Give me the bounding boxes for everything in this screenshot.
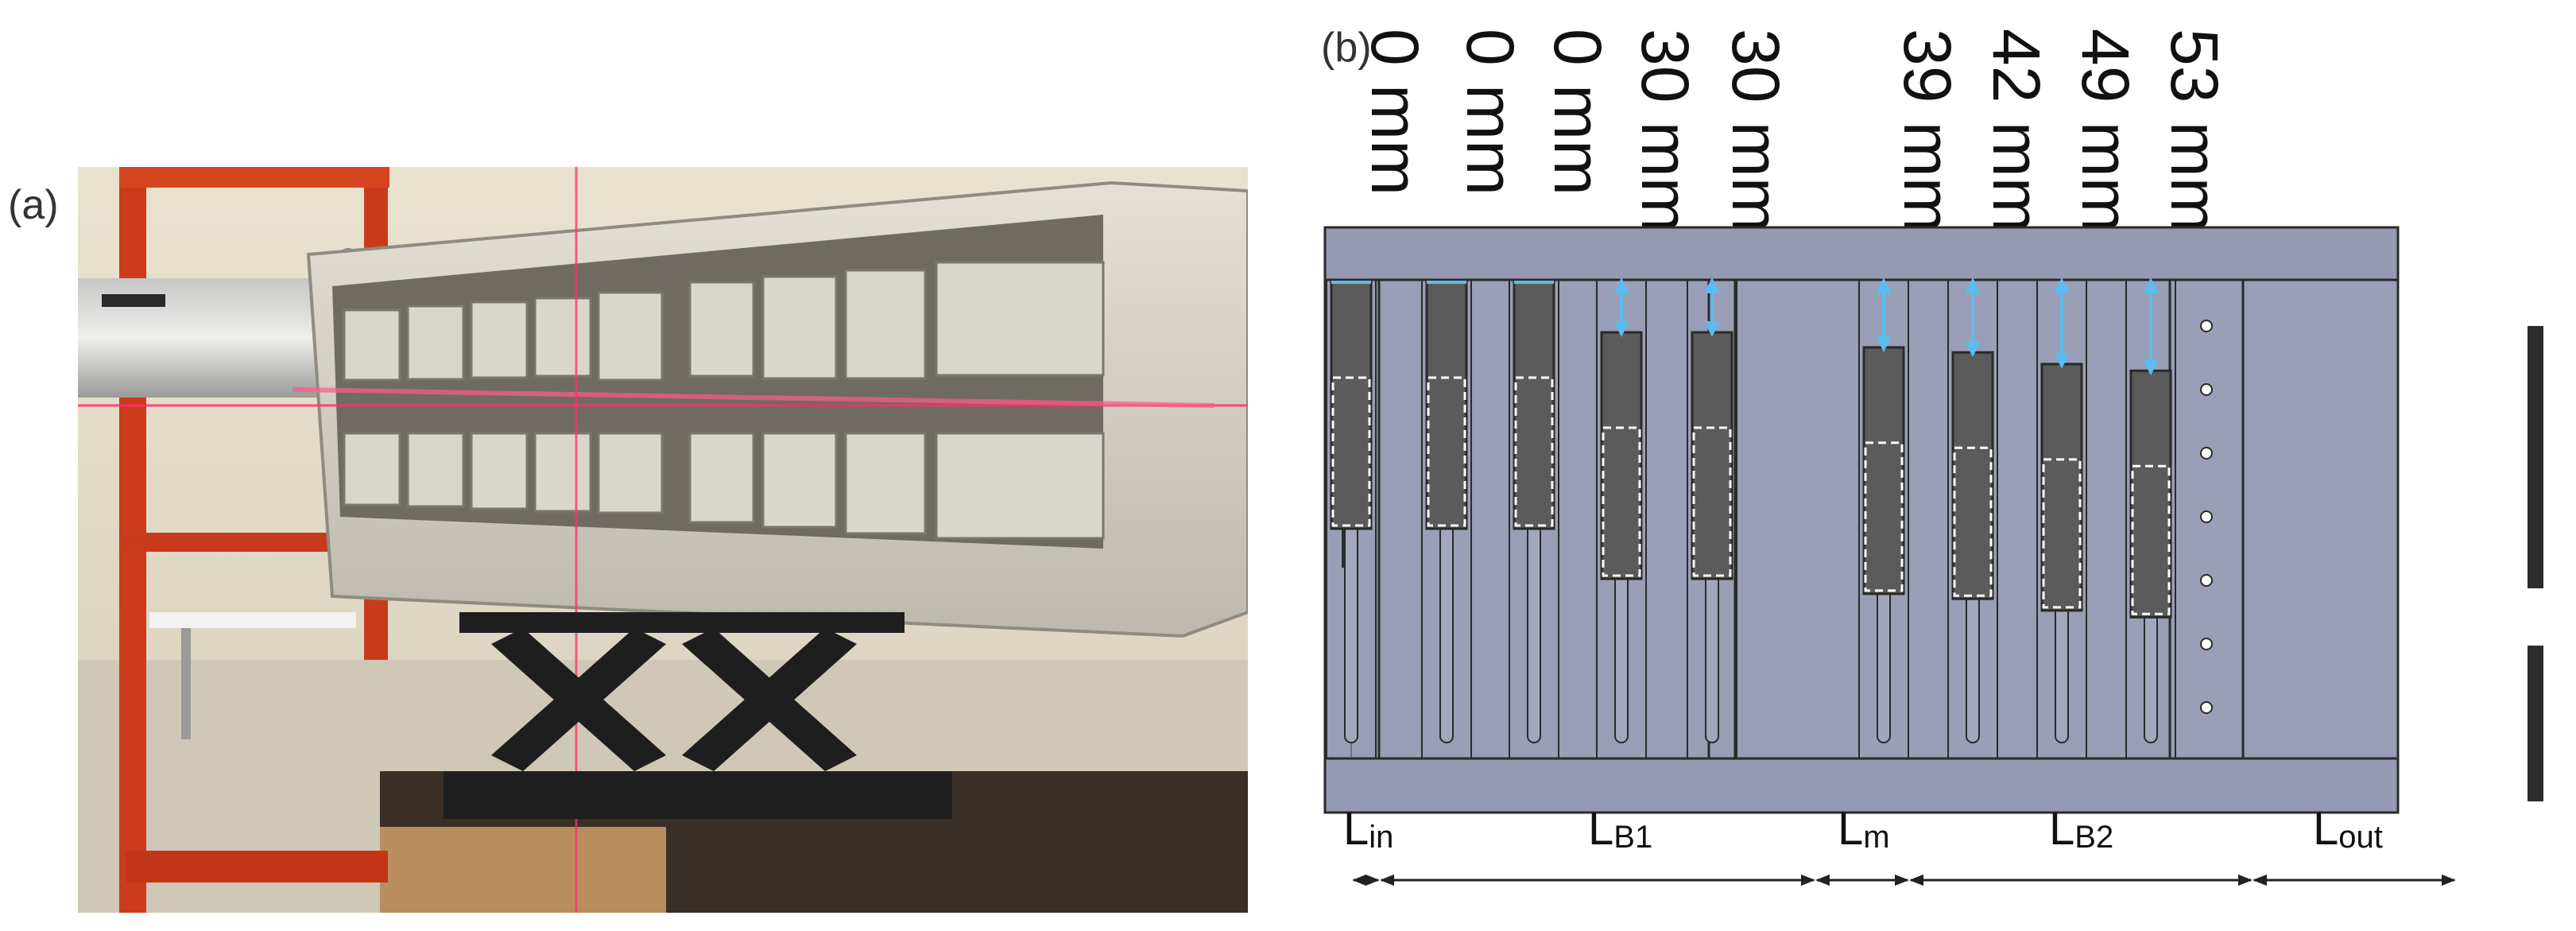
vane-dashed-outline <box>1331 376 1371 527</box>
vane-dashed-outline <box>1427 376 1466 527</box>
vane-rail <box>1509 279 1559 759</box>
outlet-holes <box>2200 320 2213 714</box>
vane-block <box>1862 346 1905 595</box>
offset-label: 0 mm <box>1540 29 1615 196</box>
vane-block <box>1951 351 1994 600</box>
red-frame-top <box>119 167 389 188</box>
section-label-in: Lin <box>1343 803 1393 855</box>
section-label-m: Lm <box>1838 803 1890 855</box>
vane-block <box>1513 281 1555 530</box>
offset-label: 30 mm <box>1718 29 1793 233</box>
side-bench <box>149 612 356 628</box>
offset-label: 49 mm <box>2068 29 2143 233</box>
vane-dashed-outline <box>1692 426 1732 577</box>
vane-rail <box>1421 279 1472 759</box>
vane-dashed-outline <box>2042 458 2082 609</box>
panel-label-b: (b) <box>1321 25 1372 71</box>
outlet-bar-bottom <box>2528 646 2543 801</box>
tube-bolt <box>102 294 165 307</box>
vane-block <box>1691 331 1733 580</box>
wooden-block <box>380 827 666 913</box>
outlet-bar-top <box>2528 326 2543 588</box>
frame-body <box>1323 226 2400 814</box>
lab-jack <box>444 612 952 819</box>
setup-photograph <box>78 167 1248 913</box>
vane-block <box>1425 281 1468 530</box>
section-label-out: Lout <box>2313 803 2383 855</box>
frame-bottom-rail <box>1323 757 2400 814</box>
red-frame-base <box>126 851 388 883</box>
offset-label: 30 mm <box>1628 29 1702 233</box>
laser-beam-axis <box>292 387 1215 408</box>
side-bench-leg <box>181 628 191 739</box>
vane-dashed-outline <box>2131 464 2171 615</box>
frame-top-rail <box>1323 226 2400 281</box>
vane-dashed-outline <box>1953 446 1993 597</box>
offset-label: 42 mm <box>1979 29 2054 233</box>
vane-block <box>1600 331 1643 580</box>
offset-label: 39 mm <box>1890 29 1965 233</box>
vane-block <box>1330 281 1373 530</box>
offset-label: 0 mm <box>1453 29 1528 196</box>
offset-label: 0 mm <box>1358 29 1432 196</box>
vane-block <box>2040 363 2083 612</box>
vane-brackets-top <box>343 261 1105 382</box>
vane-dashed-outline <box>1514 376 1554 527</box>
vane-block <box>2129 369 2172 619</box>
section-label-b1: LB1 <box>1588 803 1652 855</box>
vane-brackets-bottom <box>343 432 1105 540</box>
vane-rail <box>1326 279 1377 759</box>
vane-dashed-outline <box>1602 426 1641 577</box>
offset-label: 53 mm <box>2157 29 2232 233</box>
vanes <box>1326 277 2176 759</box>
panel-label-a: (a) <box>8 182 59 228</box>
section-label-b2: LB2 <box>2049 803 2113 855</box>
vane-dashed-outline <box>1864 441 1904 592</box>
